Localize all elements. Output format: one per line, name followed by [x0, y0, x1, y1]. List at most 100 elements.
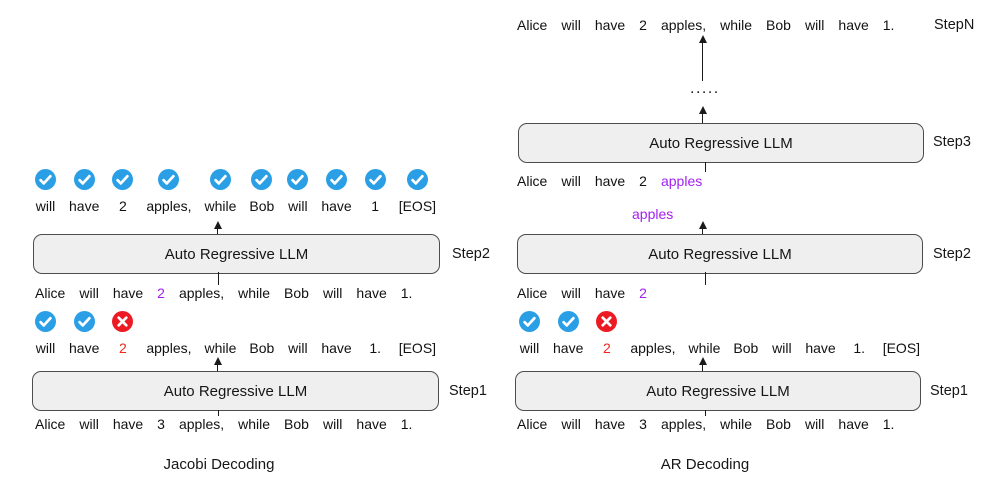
token: have [69, 340, 100, 356]
token: 3 [639, 416, 647, 432]
ar-step3-label: Step3 [933, 134, 971, 150]
token: while [720, 17, 753, 33]
token: while [238, 416, 271, 432]
arrow-head [698, 35, 707, 43]
icon-slot-empty [891, 311, 912, 332]
arrow-head [698, 221, 707, 229]
connector-line [218, 410, 220, 416]
check-icon [406, 169, 428, 190]
token: [EOS] [398, 340, 437, 356]
token: will [35, 340, 56, 356]
token-column: Bob [733, 311, 758, 356]
token: Bob [284, 285, 309, 301]
icon-slot-empty [251, 311, 272, 332]
token: 1. [400, 285, 413, 301]
token: have [321, 340, 352, 356]
token: have [805, 340, 836, 356]
arrow-up-icon [698, 35, 707, 81]
token-column: while [205, 169, 236, 214]
token: will [561, 17, 581, 33]
arrow-head [698, 106, 707, 114]
token: [EOS] [398, 198, 437, 214]
ar-step2-llm-box: Auto Regressive LLM [517, 234, 923, 274]
token: will [288, 198, 308, 214]
ar-stepN-label: StepN [934, 17, 975, 33]
icon-slot-empty [287, 311, 308, 332]
token: will [35, 198, 56, 214]
token: Bob [766, 416, 791, 432]
token-column: [EOS] [883, 311, 920, 356]
token: have [553, 340, 584, 356]
arrow-up-icon [698, 106, 707, 123]
token: have [321, 198, 352, 214]
icon-slot-empty [694, 311, 715, 332]
icon-slot-empty [849, 311, 870, 332]
arrow-shaft [701, 229, 704, 235]
token: will [79, 416, 99, 432]
token: have [112, 416, 144, 432]
token-column: 1 [364, 169, 386, 214]
token: will [322, 285, 343, 301]
check-icon [73, 311, 95, 332]
token: will [561, 416, 581, 432]
token: will [561, 285, 581, 301]
token: Alice [517, 173, 548, 189]
token-column: have [321, 311, 351, 356]
arrow-head [698, 357, 707, 365]
token: 1. [853, 340, 866, 356]
connector-line [218, 272, 220, 285]
token: 3 [157, 416, 165, 432]
token: have [112, 285, 144, 301]
connector-line [705, 410, 707, 416]
check-icon [209, 169, 231, 190]
token: 2 [639, 173, 647, 189]
arrow-head [213, 221, 222, 229]
ar-step1-llm-box: Auto Regressive LLM [515, 371, 921, 411]
token: have [356, 416, 387, 432]
token-column: have [69, 169, 99, 214]
token: will [288, 340, 308, 356]
token: Alice [517, 416, 548, 432]
token: apples, [630, 340, 676, 356]
token: apples, [178, 416, 225, 432]
check-icon [112, 169, 134, 190]
check-icon [158, 169, 180, 190]
token: will [519, 340, 540, 356]
arrow-up-icon [213, 221, 222, 235]
check-icon [287, 169, 309, 190]
token-column: will [519, 311, 540, 356]
token: have [594, 17, 626, 33]
token: will [772, 340, 792, 356]
token-column: [EOS] [399, 169, 436, 214]
token: 2 [118, 198, 127, 214]
token-column: [EOS] [399, 311, 436, 356]
token: have [594, 416, 626, 432]
ar-caption: AR Decoding [660, 456, 750, 473]
token-column: apples, [630, 311, 675, 356]
token-column: have [805, 311, 835, 356]
token: Alice [35, 285, 66, 301]
token: Bob [284, 416, 309, 432]
cross-icon [596, 311, 618, 332]
token-column: apples, [146, 169, 192, 214]
token: will [322, 416, 343, 432]
ar-step2-label: Step2 [933, 246, 971, 262]
token: have [594, 173, 626, 189]
token-column: will [771, 311, 792, 356]
jacobi-step1-llm-box: Auto Regressive LLM [32, 371, 439, 411]
check-icon [326, 169, 348, 190]
token: [EOS] [882, 340, 921, 356]
icon-slot-empty [326, 311, 347, 332]
token: Bob [249, 198, 275, 214]
token: 1. [882, 17, 895, 33]
connector-line [705, 162, 707, 172]
token: have [838, 416, 869, 432]
token: while [204, 340, 237, 356]
arrow-up-icon [698, 357, 707, 371]
icon-slot-empty [365, 311, 386, 332]
token: 2 [602, 340, 611, 356]
